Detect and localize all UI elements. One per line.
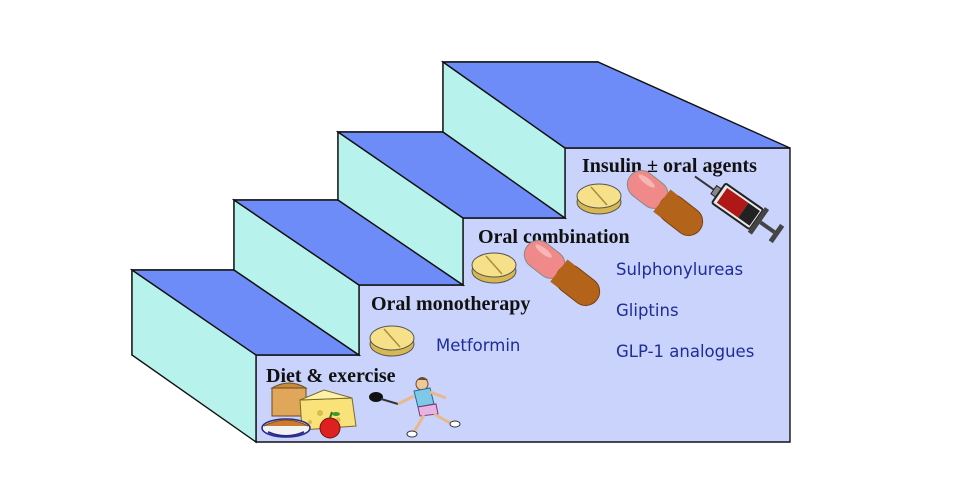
syringe-icon bbox=[694, 175, 785, 244]
metformin-label: Metformin bbox=[436, 336, 520, 355]
food-icon bbox=[261, 382, 357, 439]
tablet-icon bbox=[576, 183, 622, 215]
step-1-label: Diet & exercise bbox=[266, 365, 396, 387]
tablet-icon bbox=[369, 325, 415, 357]
tablet-icon bbox=[471, 252, 517, 284]
step-3-label: Oral combination bbox=[478, 226, 630, 248]
capsule-icon bbox=[626, 170, 704, 236]
step-2-label: Oral monotherapy bbox=[371, 293, 530, 315]
gliptins-label: Gliptins bbox=[616, 301, 679, 320]
glp1-analogues-label: GLP-1 analogues bbox=[616, 342, 754, 361]
capsule-icon bbox=[523, 240, 601, 306]
sulphonylureas-label: Sulphonylureas bbox=[616, 260, 743, 279]
step-4-tread bbox=[440, 61, 791, 149]
tennis-player-icon bbox=[369, 377, 461, 438]
step-4-label: Insulin ± oral agents bbox=[582, 155, 757, 177]
